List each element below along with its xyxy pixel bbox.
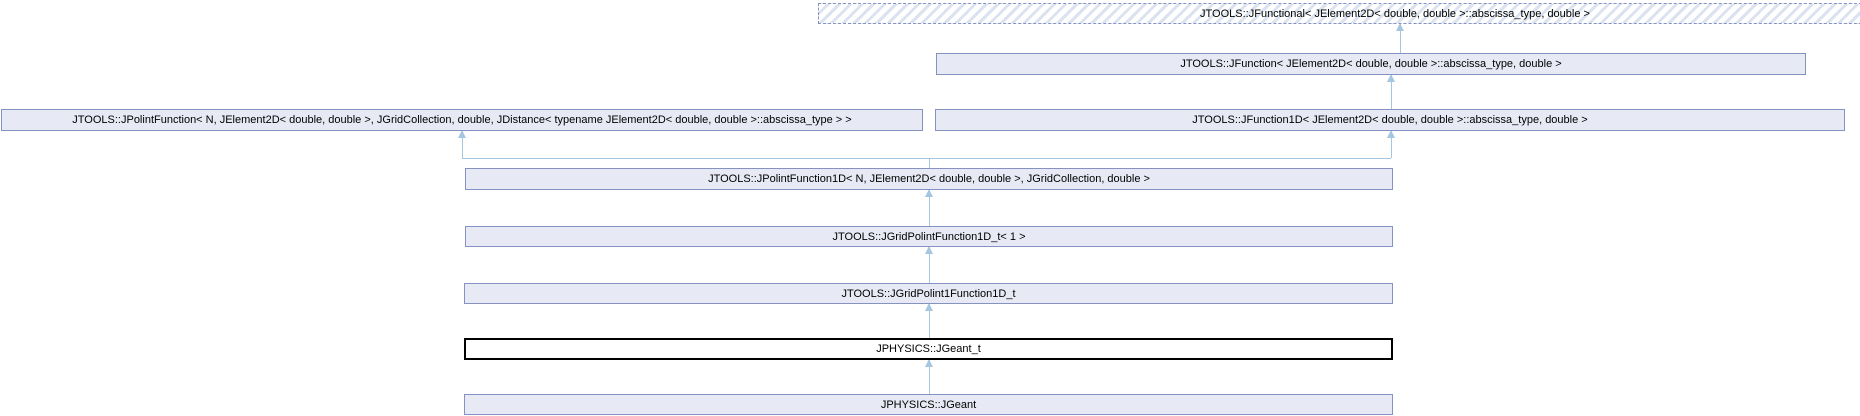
edge-jgridpolintfunction1dt-to-jpolintfunction1d xyxy=(929,190,930,226)
edge-jgeant-to-jgeant_t xyxy=(929,360,930,394)
edge-jpolintfunction1d-to-jpolintfunction xyxy=(462,131,463,158)
node-jpolintfunction[interactable]: JTOOLS::JPolintFunction< N, JElement2D< … xyxy=(1,109,923,131)
node-jfunctional: JTOOLS::JFunctional< JElement2D< double,… xyxy=(818,3,1860,24)
edge-jgeant_t-to-jgridpolint1function1dt xyxy=(929,304,930,338)
node-label: JTOOLS::JFunctional< JElement2D< double,… xyxy=(1200,7,1590,20)
node-jfunction1d[interactable]: JTOOLS::JFunction1D< JElement2D< double,… xyxy=(935,109,1845,131)
node-label: JTOOLS::JPolintFunction1D< N, JElement2D… xyxy=(708,173,1150,185)
arrowhead-up-icon xyxy=(1387,130,1395,138)
arrowhead-up-icon xyxy=(458,130,466,138)
node-jpolintfunction1d[interactable]: JTOOLS::JPolintFunction1D< N, JElement2D… xyxy=(465,168,1393,190)
arrowhead-up-icon xyxy=(925,303,933,311)
node-jgridpolint1function1d_t[interactable]: JTOOLS::JGridPolint1Function1D_t xyxy=(464,283,1393,304)
edge-jfunction-to-jfunctional xyxy=(1400,24,1401,53)
node-label: JTOOLS::JFunction< JElement2D< double, d… xyxy=(1180,58,1562,70)
node-jfunction[interactable]: JTOOLS::JFunction< JElement2D< double, d… xyxy=(936,53,1806,75)
arrowhead-up-icon xyxy=(925,246,933,254)
arrowhead-up-icon xyxy=(1387,74,1395,82)
node-label: JTOOLS::JFunction1D< JElement2D< double,… xyxy=(1192,114,1588,126)
node-label: JTOOLS::JGridPolintFunction1D_t< 1 > xyxy=(832,230,1026,243)
arrowhead-up-icon xyxy=(925,189,933,197)
node-label: JTOOLS::JPolintFunction< N, JElement2D< … xyxy=(72,114,852,126)
node-label: JPHYSICS::JGeant xyxy=(880,398,977,411)
node-label: JPHYSICS::JGeant_t xyxy=(876,343,981,355)
edge-jfunction1d-to-jfunction xyxy=(1391,75,1392,109)
node-jgridpolintfunction1d_t[interactable]: JTOOLS::JGridPolintFunction1D_t< 1 > xyxy=(465,226,1393,247)
edge-jpolintfunction1d-stub xyxy=(929,158,930,168)
node-jgeant[interactable]: JPHYSICS::JGeant xyxy=(464,394,1393,415)
arrowhead-up-icon xyxy=(1396,23,1404,31)
edge-jpolintfunction1d-to-jfunction1d xyxy=(1391,131,1392,158)
edge-jpolintfunction1d-horizontal xyxy=(462,158,1391,159)
node-label: JTOOLS::JGridPolint1Function1D_t xyxy=(841,287,1016,300)
node-jgeant_t-current-class: JPHYSICS::JGeant_t xyxy=(464,338,1393,360)
arrowhead-up-icon xyxy=(925,359,933,367)
edge-jgridpolint1function1dt-to-jgridpolintfunction1dt xyxy=(929,247,930,283)
